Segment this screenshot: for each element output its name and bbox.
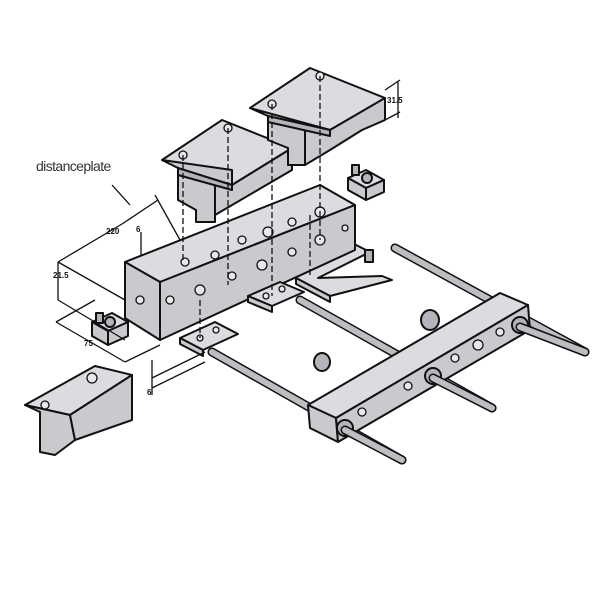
rod-ends xyxy=(340,322,590,465)
dim-width: 75 xyxy=(84,339,93,348)
callout-leader xyxy=(111,184,131,206)
dimension-lines xyxy=(55,79,401,395)
distance-plate-bottom xyxy=(179,321,239,357)
distance-plate-label: distanceplate xyxy=(36,158,111,174)
dim-block-height: 31.5 xyxy=(387,96,403,105)
dim-height: 21.5 xyxy=(53,271,69,280)
dim-length: 220 xyxy=(106,227,120,236)
loose-block xyxy=(24,365,133,456)
crossbar xyxy=(307,292,531,443)
dim-plate-bottom: 6 xyxy=(147,388,152,397)
clamp-left xyxy=(91,312,129,346)
callout-leader-2 xyxy=(154,194,181,241)
upper-block-left xyxy=(161,119,293,223)
distance-plate-middle xyxy=(247,281,305,313)
dim-plate-top: 6 xyxy=(136,225,141,234)
beam-holes xyxy=(135,206,349,305)
assembly-lines xyxy=(182,76,321,338)
main-beam xyxy=(124,184,356,341)
upper-block-right xyxy=(249,67,386,166)
bracket-plate xyxy=(291,241,393,303)
clamp-right xyxy=(347,164,385,201)
